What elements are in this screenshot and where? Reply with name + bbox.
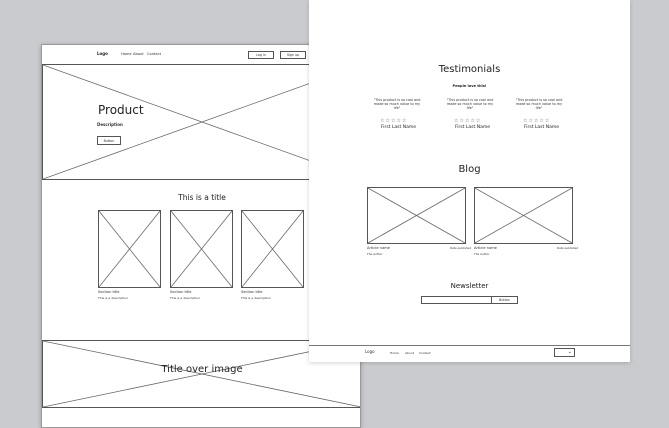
nav-logo[interactable]: Logo (97, 51, 108, 56)
footer-logo[interactable]: Logo (365, 349, 375, 354)
card-text: This is a description (170, 296, 200, 300)
footer-select[interactable]: ⌄ (554, 348, 575, 357)
signup-button[interactable]: Sign up (280, 51, 306, 59)
blog-article-date: Date published (557, 246, 579, 250)
testimonials-subtitle: People love this! (452, 84, 487, 88)
nav-link-about[interactable]: About (133, 52, 144, 56)
footer-divider (309, 345, 630, 346)
banner-title: Title over image (161, 364, 243, 375)
hero-description: Description (97, 122, 123, 127)
card-text: This is a description (241, 296, 271, 300)
blog-article-author: The Author (474, 252, 490, 256)
login-button[interactable]: Log in (248, 51, 274, 59)
newsletter-button[interactable]: Button (491, 296, 518, 304)
chevron-down-icon: ⌄ (567, 349, 572, 355)
testimonial-quote: "This product is so cool and made so muc… (446, 98, 494, 111)
banner-image-placeholder (42, 340, 360, 408)
rating-stars-icon: ☆☆☆☆☆ (523, 118, 551, 124)
landing-page-wireframe: Logo Home About Contact Log in Sign up P… (41, 44, 361, 428)
testimonial-quote: "This product is so cool and made so muc… (515, 98, 563, 111)
card-title: Section title (98, 290, 120, 294)
card-image-placeholder (170, 210, 233, 288)
testimonial-name: First Last Name (524, 125, 559, 130)
footer-link-about[interactable]: About (405, 351, 414, 355)
card-image-placeholder (98, 210, 161, 288)
rating-stars-icon: ☆☆☆☆☆ (454, 118, 482, 124)
blog-article-author: The Author (367, 252, 383, 256)
card-text: This is a description (98, 296, 128, 300)
rating-stars-icon: ☆☆☆☆☆ (380, 118, 408, 124)
testimonial-quote: "This product is so cool and made so muc… (373, 98, 421, 111)
testimonial-name: First Last Name (455, 125, 490, 130)
blog-article-title[interactable]: Article name (367, 246, 390, 250)
content-page-wireframe: Testimonials People love this! "This pro… (309, 0, 630, 362)
blog-image-placeholder[interactable] (367, 187, 466, 244)
footer-link-contact[interactable]: Contact (419, 351, 431, 355)
footer-link-home[interactable]: Home (390, 351, 399, 355)
blog-image-placeholder[interactable] (474, 187, 573, 244)
card-image-placeholder (241, 210, 304, 288)
newsletter-title: Newsletter (450, 282, 489, 290)
nav-link-contact[interactable]: Contact (147, 52, 161, 56)
newsletter-email-input[interactable] (421, 296, 492, 304)
card-title: Section title (170, 290, 192, 294)
nav-link-home[interactable]: Home (121, 52, 132, 56)
sections-title: This is a title (178, 193, 226, 202)
hero-title: Product (97, 103, 145, 117)
blog-article-date: Date published (450, 246, 472, 250)
testimonials-title: Testimonials (438, 64, 501, 75)
card-title: Section title (241, 290, 263, 294)
hero-button[interactable]: Button (97, 136, 121, 145)
hero-image-placeholder (42, 64, 360, 180)
blog-title: Blog (458, 164, 481, 175)
testimonial-name: First Last Name (381, 125, 416, 130)
blog-article-title[interactable]: Article name (474, 246, 497, 250)
